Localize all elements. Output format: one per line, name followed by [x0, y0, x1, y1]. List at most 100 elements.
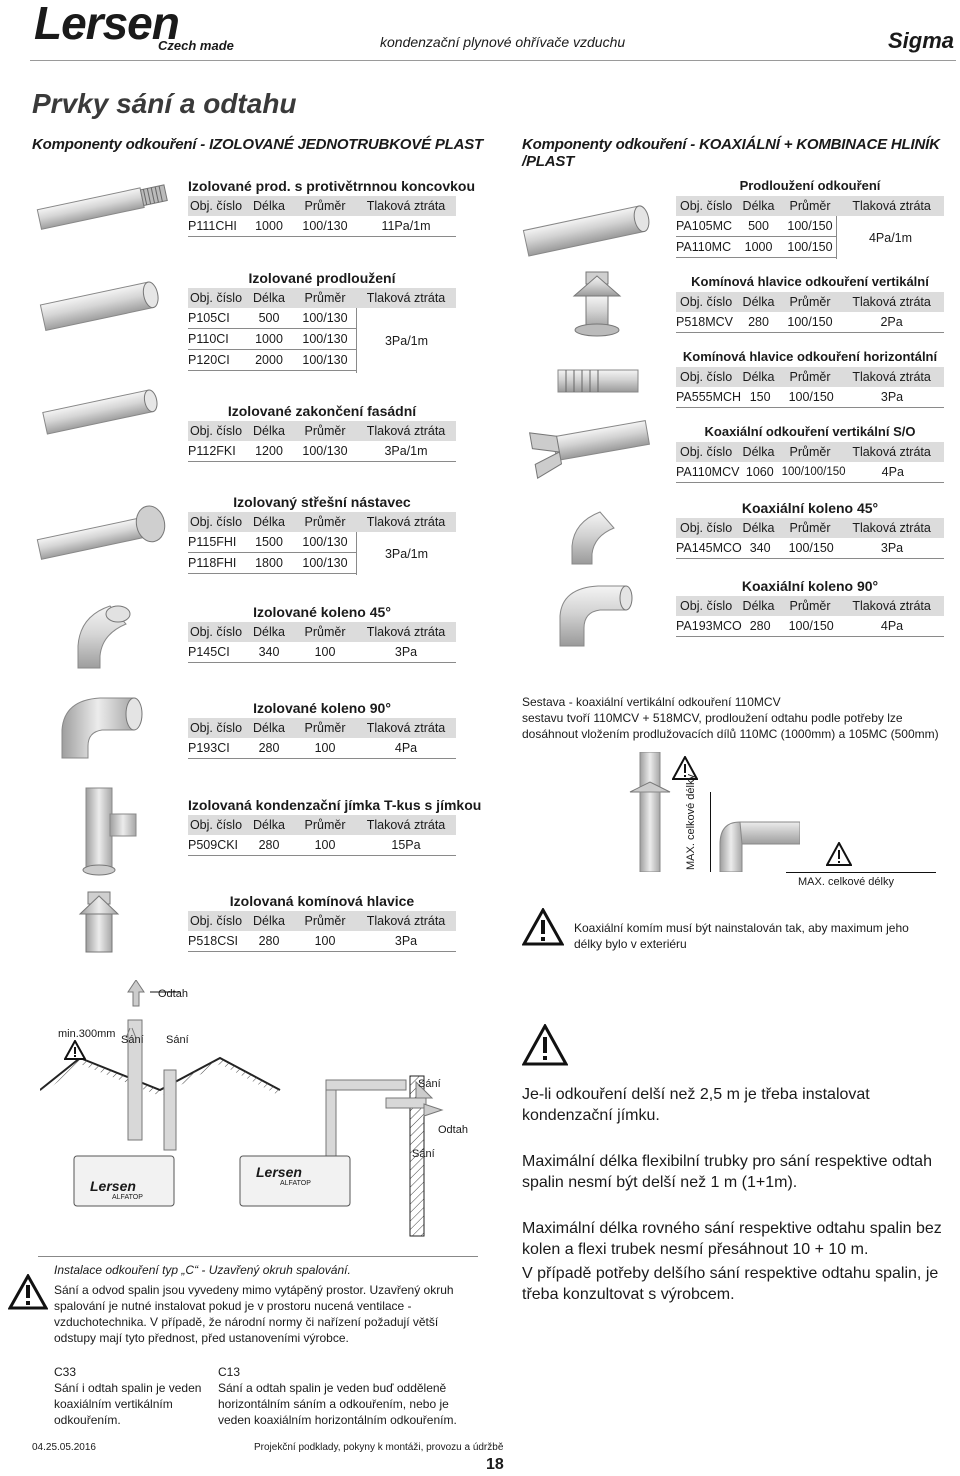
cell: 280 [748, 315, 769, 329]
col-loss: Tlaková ztráta [366, 199, 446, 213]
col-loss: Tlaková ztráta [366, 515, 446, 529]
sestava-warning-text: Koaxiální komím musí být nainstalován ta… [574, 921, 909, 951]
col-diameter: Průměr [304, 515, 346, 529]
header-divider [30, 60, 956, 61]
table-title: Koaxiální odkouření vertikální S/O [704, 424, 916, 439]
cell: P518MCV [676, 315, 733, 329]
table-p518mcv: Komínová hlavice odkouření vertikální Ob… [676, 272, 944, 333]
note-2: Maximální délka flexibilní trubky pro sá… [522, 1153, 932, 1191]
table-p509cki: Izolovaná kondenzační jímka T-kus s jímk… [188, 795, 482, 856]
col-obj: Obj. číslo [680, 599, 733, 613]
col-loss: Tlaková ztráta [366, 424, 446, 438]
table-pa110mcv: Koaxiální odkouření vertikální S/O Obj. … [676, 422, 944, 483]
table-title: Izolovaná kondenzační jímka T-kus s jímk… [188, 797, 482, 813]
header-subtitle: kondenzační plynové ohřívače vzduchu [380, 34, 626, 50]
left-product-images [36, 184, 168, 669]
sani-label-2: Sání [166, 1034, 189, 1046]
col-length: Délka [253, 291, 285, 305]
cell: 1000 [255, 332, 283, 346]
table-pa555mch: Komínová hlavice odkouření horizontální … [676, 347, 944, 408]
brand-logo: Lersen Czech made [34, 0, 248, 53]
cell: 100/130 [302, 556, 348, 570]
col-loss: Tlaková ztráta [366, 721, 446, 735]
cell: 2000 [255, 353, 283, 367]
boiler-logo-1: Lersen [90, 1178, 136, 1194]
col-obj: Obj. číslo [189, 625, 243, 639]
table-title: Koaxiální koleno 45° [741, 500, 879, 516]
odtah-top-label: Odtah [158, 988, 188, 1000]
cell: 11Pa/1m [381, 219, 431, 233]
cell: 100/150 [787, 219, 833, 233]
col-length: Délka [253, 818, 285, 832]
sani-label-3: Sání [418, 1078, 441, 1090]
table-p111chi: Izolované prod. s protivětrnnou koncovko… [188, 176, 475, 237]
boiler-logo-2-sub: ALFATOP [280, 1180, 311, 1187]
cell: 100 [314, 741, 336, 755]
note-4: V případě potřeby delšího sání respektiv… [522, 1265, 939, 1303]
col-diameter: Průměr [304, 721, 346, 735]
col-diameter: Průměr [789, 445, 831, 459]
col-length: Délka [742, 599, 775, 613]
cell: 100 [314, 645, 336, 659]
boiler-logo-1-sub: ALFATOP [112, 1194, 143, 1201]
cell: 1000 [255, 219, 283, 233]
warning-icon [826, 842, 852, 866]
col-obj: Obj. číslo [680, 370, 733, 384]
col-diameter: Průměr [304, 424, 346, 438]
col-obj: Obj. číslo [680, 295, 733, 309]
col-diameter: Průměr [304, 818, 346, 832]
cell: P145CI [188, 645, 230, 659]
cell: PA105MC [676, 219, 733, 233]
col-length: Délka [253, 625, 285, 639]
merged-loss: 4Pa/1m [836, 216, 944, 259]
warning-icon [522, 908, 564, 946]
cell: 4Pa [880, 619, 904, 633]
col-length: Délka [742, 445, 775, 459]
cell: 100/150 [788, 541, 834, 555]
col-diameter: Průměr [304, 625, 346, 639]
merged-loss: 3Pa/1m [356, 308, 456, 373]
sani-label-4: Sání [412, 1148, 435, 1160]
cell: 100/150 [787, 240, 833, 254]
table-title: Komínová hlavice odkouření vertikální [691, 274, 929, 289]
col-obj: Obj. číslo [189, 199, 243, 213]
col-obj: Obj. číslo [189, 914, 243, 928]
cell: 3Pa [394, 934, 418, 948]
col-loss: Tlaková ztráta [366, 914, 446, 928]
col-loss: Tlaková ztráta [852, 521, 931, 535]
cell: 150 [749, 390, 771, 404]
sani-label-1: Sání [121, 1034, 144, 1046]
sestava-text: sestavu tvoří 110MCV + 518MCV, prodlouže… [522, 711, 939, 741]
cell: P509CKI [188, 838, 239, 852]
min-label: min.300mm [58, 1028, 116, 1040]
cell: 1800 [255, 556, 283, 570]
cell: 3Pa [394, 645, 418, 659]
table-title: Prodloužení odkouření [739, 178, 881, 193]
col-obj: Obj. číslo [189, 721, 243, 735]
cell: P105CI [188, 311, 230, 325]
col-length: Délka [742, 370, 775, 384]
page-title: Prvky sání a odtahu [32, 88, 297, 119]
odtah-right-label: Odtah [438, 1124, 468, 1136]
cell: P193CI [188, 741, 230, 755]
max-vertical-label: MAX. celkové délky [685, 774, 697, 870]
sestava-block: Sestava - koaxiální vertikální odkouření… [522, 694, 952, 742]
